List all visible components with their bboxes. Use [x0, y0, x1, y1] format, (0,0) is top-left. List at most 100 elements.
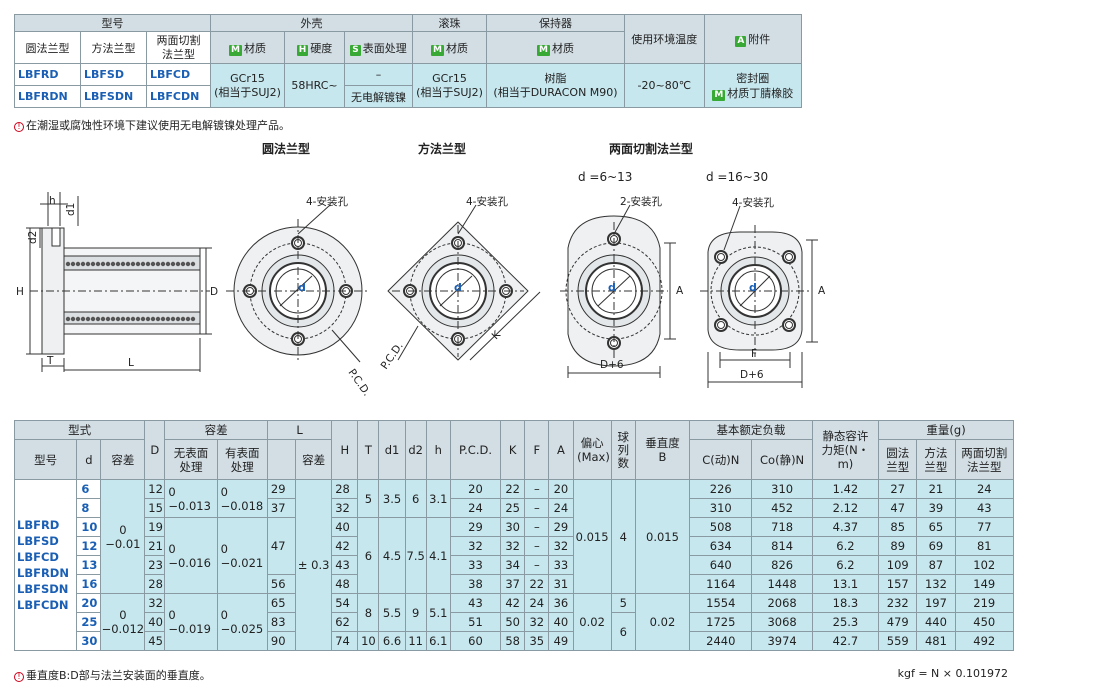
cell-wc: 450	[954, 612, 1015, 632]
cell-C: 634	[689, 536, 753, 556]
cell-L: 56	[266, 574, 297, 594]
group-shell: 外壳	[210, 14, 413, 32]
h-h: h	[425, 420, 451, 480]
cell-L-tol: ± 0.3	[295, 479, 333, 651]
cell-perp: 0.02	[634, 593, 691, 651]
round-flange-drawing	[226, 204, 370, 363]
cell-d1: 3.5	[378, 479, 406, 518]
cell-wc: 43	[954, 498, 1015, 518]
h-form: 型式	[13, 420, 146, 440]
ball	[165, 316, 171, 322]
h-model: 型号	[13, 439, 78, 480]
dim-h: h	[49, 195, 56, 207]
cell-M: 6.2	[811, 536, 880, 556]
cell-A: 20	[548, 479, 574, 499]
cell-C: 226	[689, 479, 753, 499]
cell-F: 24	[524, 593, 550, 613]
ball	[190, 261, 196, 267]
ball	[110, 261, 116, 267]
cell-M: 1.42	[811, 479, 880, 499]
dim-D6-large: D+6	[740, 369, 764, 381]
cell-M: 42.7	[811, 631, 880, 651]
mounting-hole	[785, 321, 793, 329]
h-L-tol: 容差	[295, 439, 333, 480]
h-w-double: 两面切割法兰型	[954, 439, 1015, 480]
title-double: 两面切割法兰型	[609, 142, 694, 156]
dim-T: T	[46, 355, 54, 367]
range-small: d =6~13	[578, 170, 633, 184]
dim-A-small: A	[676, 285, 684, 297]
ball	[140, 316, 146, 322]
ball	[175, 261, 181, 267]
square-flange-drawing	[387, 204, 541, 361]
model-name: LBFSDN	[17, 582, 69, 596]
note-moisture: !在潮湿或腐蚀性环境下建议使用无电解镀镍处理产品。	[14, 117, 290, 133]
ball	[110, 316, 116, 322]
h-C: C(动)N	[689, 439, 753, 480]
cell-wr: 479	[878, 612, 918, 632]
cell-ws: 132	[916, 574, 956, 594]
ball	[80, 316, 86, 322]
cell-D: 32	[144, 593, 166, 613]
dim-d2: d2	[27, 231, 39, 244]
cell-wr: 559	[878, 631, 918, 651]
cell-D-tol-surface: 0 −0.021	[216, 517, 268, 594]
h-no-surface: 无表面处理	[164, 439, 218, 480]
cell-pcd: 51	[449, 612, 502, 632]
cell-wr: 47	[878, 498, 918, 518]
label-cut-4holes: 4-安装孔	[732, 196, 774, 209]
surface-nickel: 无电解镀镍	[344, 85, 413, 108]
cell-d-tol: 0 −0.012	[100, 593, 146, 651]
cell-D-tol-plain: 0 −0.013	[164, 479, 218, 518]
cell-C: 1164	[689, 574, 753, 594]
cell-d: 13	[76, 555, 102, 575]
ball	[130, 261, 136, 267]
ball	[190, 316, 196, 322]
cell-ws: 197	[916, 593, 956, 613]
cell-h: 3.1	[425, 479, 451, 518]
ball	[185, 261, 191, 267]
ball	[90, 261, 96, 267]
cell-L: 90	[266, 631, 297, 651]
cell-wr: 27	[878, 479, 918, 499]
cell-D: 19	[144, 517, 166, 537]
cell-h: 6.1	[425, 631, 451, 651]
col-square: 方法兰型	[80, 31, 147, 64]
info-icon: !	[14, 122, 24, 132]
cell-H: 74	[331, 631, 359, 651]
cell-balls: 4	[610, 479, 636, 594]
h-balls: 球列数	[610, 420, 636, 480]
h-K: K	[500, 420, 526, 480]
label-round-holes: 4-安装孔	[306, 195, 348, 208]
dim-F: F	[751, 348, 757, 360]
cell-d: 12	[76, 536, 102, 556]
h-d1: d1	[378, 420, 406, 480]
cell-H: 43	[331, 555, 359, 575]
cell-D-tol-plain: 0 −0.019	[164, 593, 218, 651]
group-ball: 滚珠	[412, 14, 487, 32]
cell-pcd: 38	[449, 574, 502, 594]
cell-wr: 109	[878, 555, 918, 575]
retainer-material-value: 树脂 (相当于DURACON M90)	[486, 63, 625, 108]
dim-d-cut-small: d	[608, 281, 616, 294]
ball	[160, 261, 166, 267]
cell-H: 54	[331, 593, 359, 613]
cell-L: 83	[266, 612, 297, 632]
ball	[175, 316, 181, 322]
cell-d1: 6.6	[378, 631, 406, 651]
cell-H: 42	[331, 536, 359, 556]
ball	[180, 261, 186, 267]
cell-M: 13.1	[811, 574, 880, 594]
cell-wc: 81	[954, 536, 1015, 556]
cell-D: 45	[144, 631, 166, 651]
cell-D: 23	[144, 555, 166, 575]
mounting-hole	[785, 253, 793, 261]
cell-d: 20	[76, 593, 102, 613]
mounting-hole	[717, 321, 725, 329]
ball	[145, 316, 151, 322]
